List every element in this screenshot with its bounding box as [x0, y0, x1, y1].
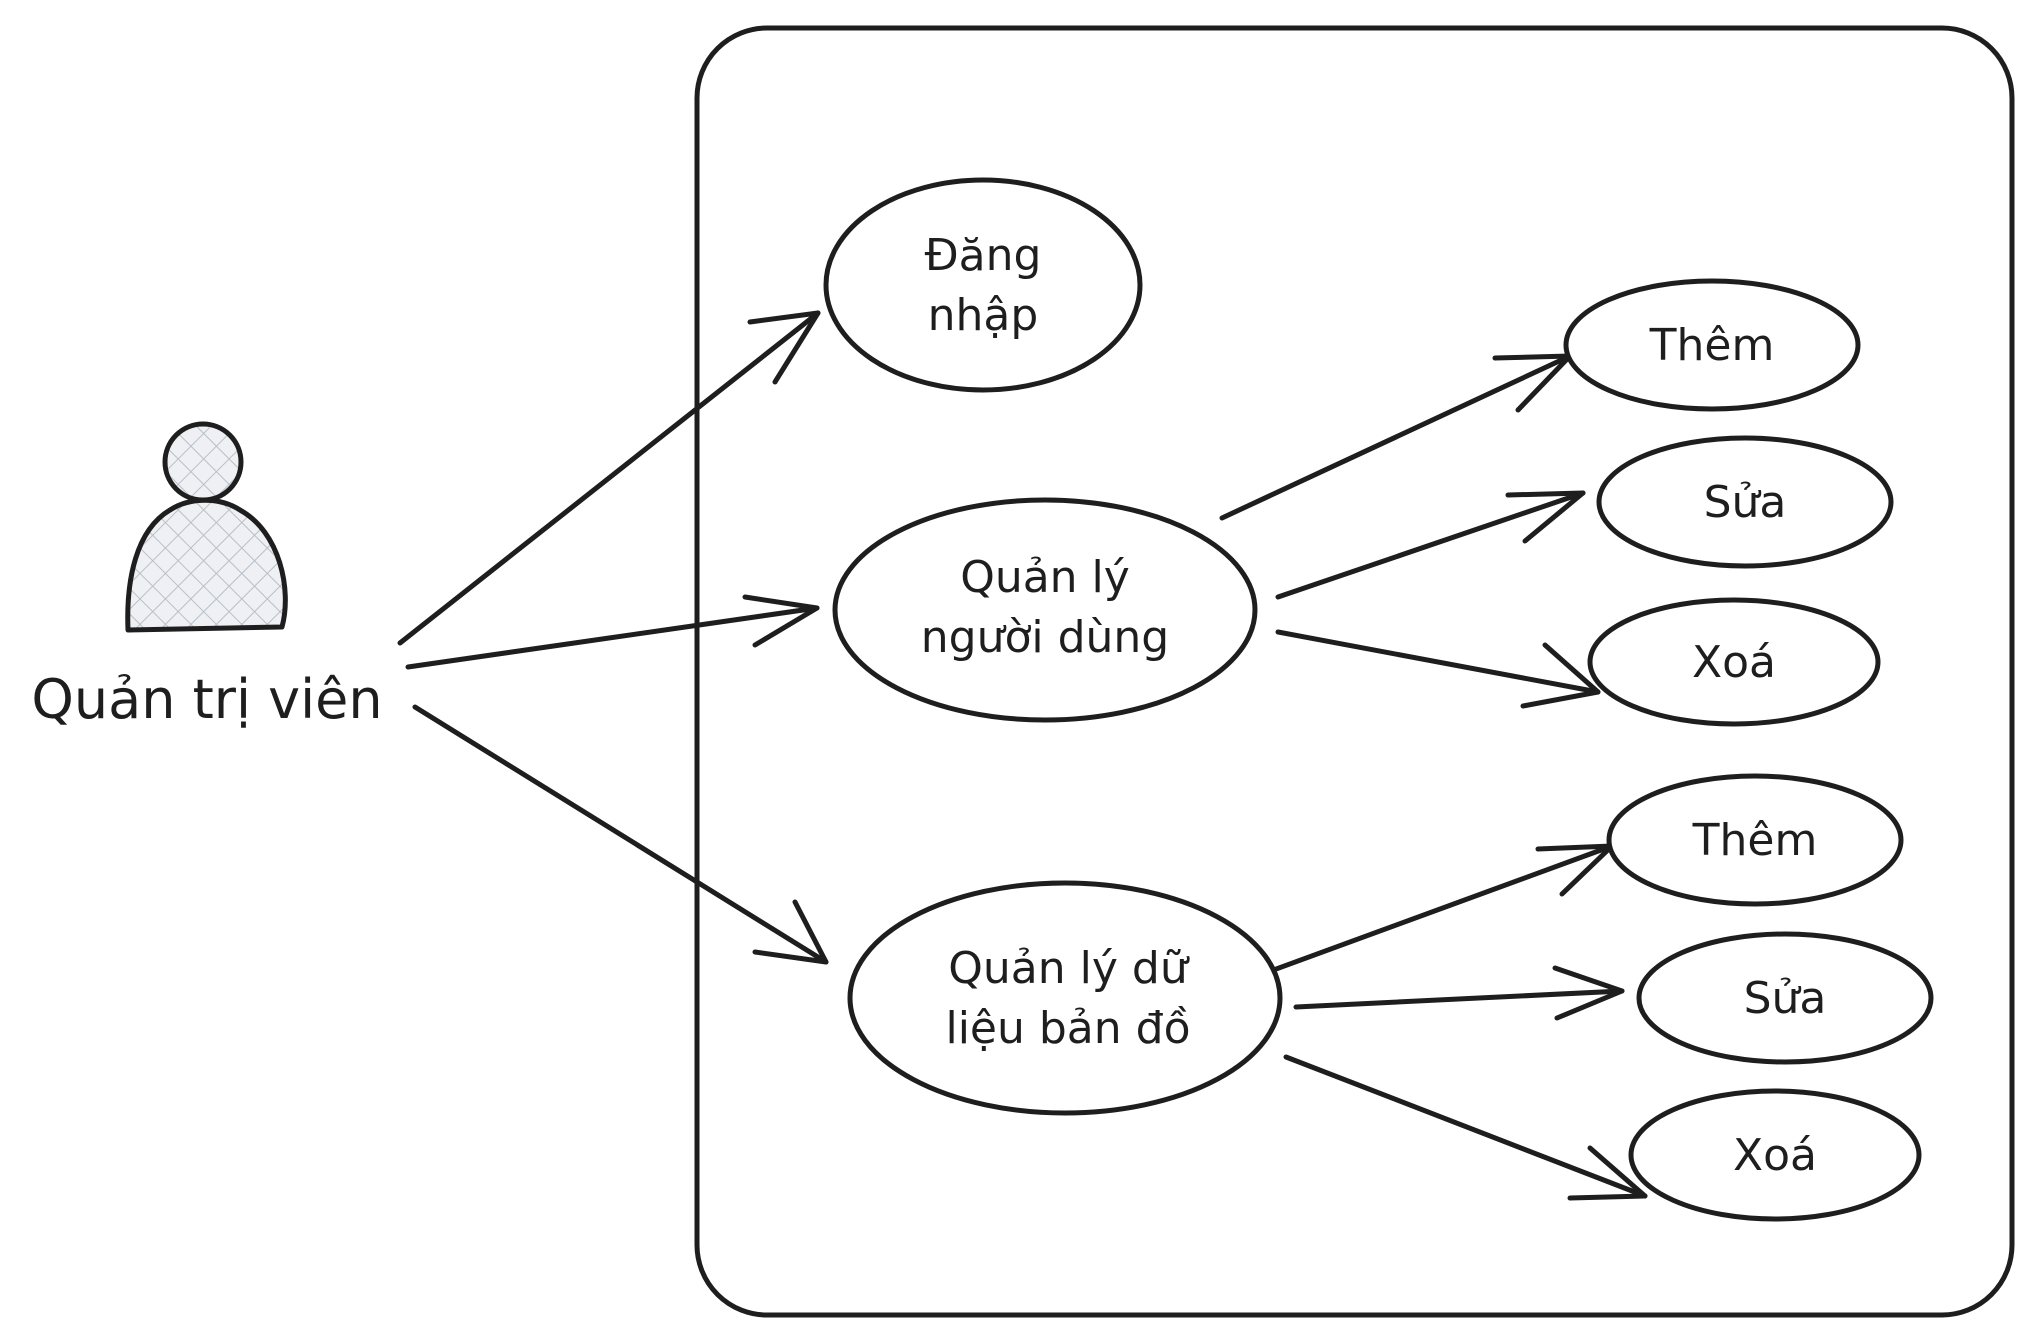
use-case-user-delete[interactable]: Xoá	[1587, 597, 1881, 727]
arrow-user-mgmt-to-edit	[1275, 490, 1586, 600]
use-case-map-data-management[interactable]: Quản lý dữ liệu bản đồ	[847, 880, 1283, 1116]
use-case-map-delete-label: Xoá	[1733, 1130, 1817, 1181]
use-case-map-data-management-line1: Quản lý dữ	[948, 943, 1190, 994]
arrow-map-mgmt-to-delete	[1283, 1054, 1648, 1201]
actor-body	[125, 497, 288, 633]
use-case-user-delete-label: Xoá	[1692, 637, 1776, 688]
use-case-map-edit[interactable]: Sửa	[1636, 931, 1934, 1065]
actor-head	[162, 421, 244, 503]
use-case-login[interactable]: Đăng nhập	[823, 177, 1143, 393]
use-case-map-delete[interactable]: Xoá	[1628, 1088, 1922, 1222]
actor-label: Quản trị viên	[31, 668, 382, 731]
use-case-user-management-line1: Quản lý	[960, 552, 1130, 603]
use-case-user-edit[interactable]: Sửa	[1596, 435, 1894, 569]
use-case-user-add-label: Thêm	[1649, 320, 1775, 371]
use-case-map-data-management-line2: liệu bản đồ	[945, 1003, 1190, 1054]
use-case-map-add[interactable]: Thêm	[1606, 773, 1904, 907]
arrow-map-mgmt-to-add	[1265, 843, 1615, 975]
arrow-map-mgmt-to-edit	[1293, 965, 1625, 1021]
arrow-actor-to-user-mgmt	[405, 594, 820, 670]
use-case-login-line2: nhập	[928, 290, 1039, 341]
arrow-actor-to-login	[397, 310, 821, 646]
use-case-login-line1: Đăng	[925, 230, 1042, 281]
arrow-user-mgmt-to-delete	[1275, 629, 1601, 709]
actor[interactable]: Quản trị viên	[31, 421, 383, 731]
use-case-user-edit-label: Sửa	[1704, 477, 1787, 528]
use-case-user-add[interactable]: Thêm	[1563, 278, 1861, 412]
use-case-map-edit-label: Sửa	[1744, 973, 1827, 1024]
use-case-user-management-line2: người dùng	[921, 612, 1169, 663]
use-case-user-management[interactable]: Quản lý người dùng	[832, 497, 1258, 723]
use-case-map-add-label: Thêm	[1692, 815, 1818, 866]
system-boundary	[694, 25, 2015, 1318]
arrow-actor-to-map-mgmt	[412, 704, 829, 965]
